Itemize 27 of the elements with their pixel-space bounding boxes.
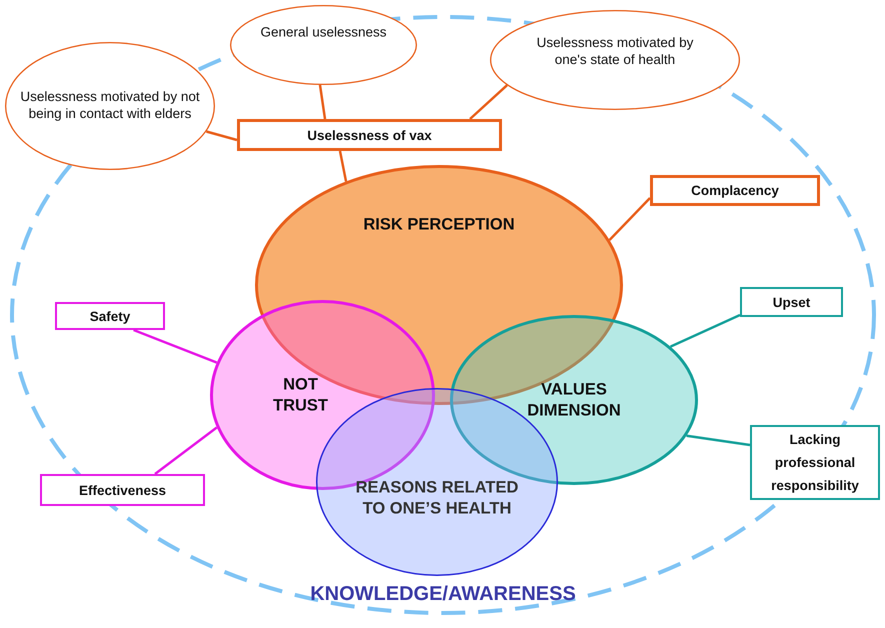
box-label: Uselessness of vax [307,128,432,142]
ellipse-label: RISK PERCEPTION [362,214,516,236]
ellipse-label: VALUES DIMENSION [526,379,622,421]
connector-line [670,314,741,348]
label-box [740,287,843,317]
connector-line [686,434,750,446]
box-label: Safety [90,308,130,324]
ellipse-label: Uselessness motivated by not being in contact with elders [20,89,200,123]
connector-line [206,130,238,142]
connector-line [338,150,348,182]
label-box [237,119,502,151]
box-label: Complacency [691,183,779,198]
connector-line [608,197,651,241]
connector-line [469,84,508,120]
connector-line [318,84,326,120]
connector-line [154,426,218,475]
ellipse-label: Uselessness motivated by one's state of health [536,35,694,69]
ellipse-label: General uselessness [259,24,388,42]
ellipse-label: KNOWLEDGE/AWARENESS [310,582,576,607]
connector-line [133,328,218,364]
ellipse-label: NOT TRUST [272,374,329,416]
box-label: Effectiveness [78,482,166,498]
box-label: Lacking professional responsibility [770,431,860,495]
box-label: Upset [772,294,810,310]
label-box [55,302,165,330]
label-box [650,175,820,206]
ellipse-label: REASONS RELATED TO ONE’S HEALTH [354,477,520,519]
